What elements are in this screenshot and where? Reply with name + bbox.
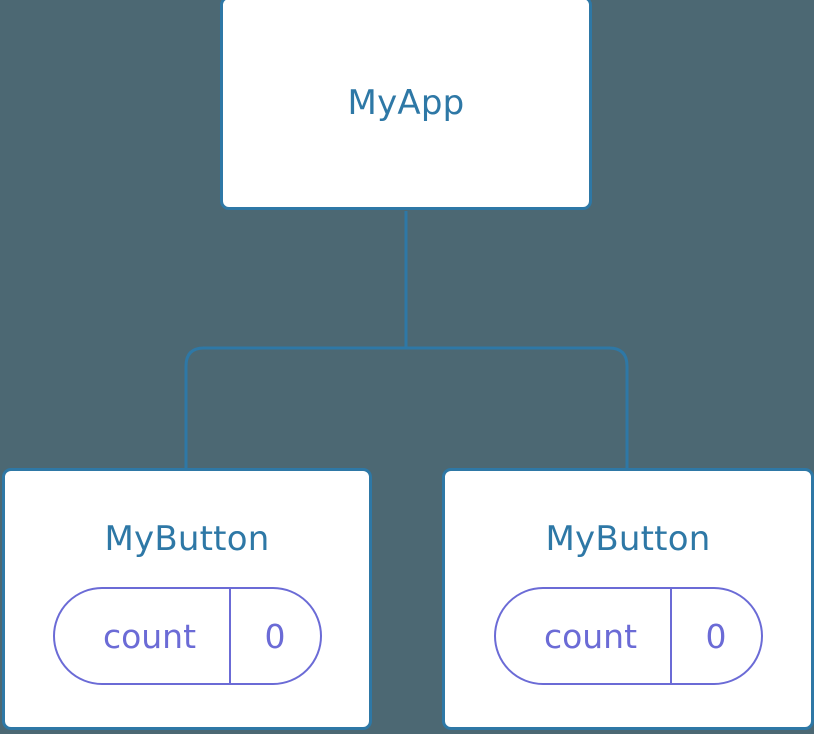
edge-bus-to-children: [184, 346, 629, 471]
node-myapp[interactable]: MyApp: [220, 0, 592, 210]
node-mybutton-2-title: MyButton: [545, 519, 711, 559]
node-mybutton-2-prop-value: 0: [669, 589, 761, 683]
node-mybutton-1-prop-value: 0: [228, 589, 320, 683]
node-myapp-title: MyApp: [347, 83, 465, 123]
node-mybutton-1[interactable]: MyButton count 0: [2, 468, 372, 730]
node-mybutton-1-title: MyButton: [104, 519, 270, 559]
node-mybutton-2-prop-key: count: [543, 616, 638, 656]
node-mybutton-1-prop-pill[interactable]: count 0: [52, 587, 322, 685]
node-mybutton-1-prop-key: count: [102, 616, 197, 656]
node-mybutton-2-prop-pill[interactable]: count 0: [493, 587, 763, 685]
node-mybutton-2[interactable]: MyButton count 0: [442, 468, 814, 730]
